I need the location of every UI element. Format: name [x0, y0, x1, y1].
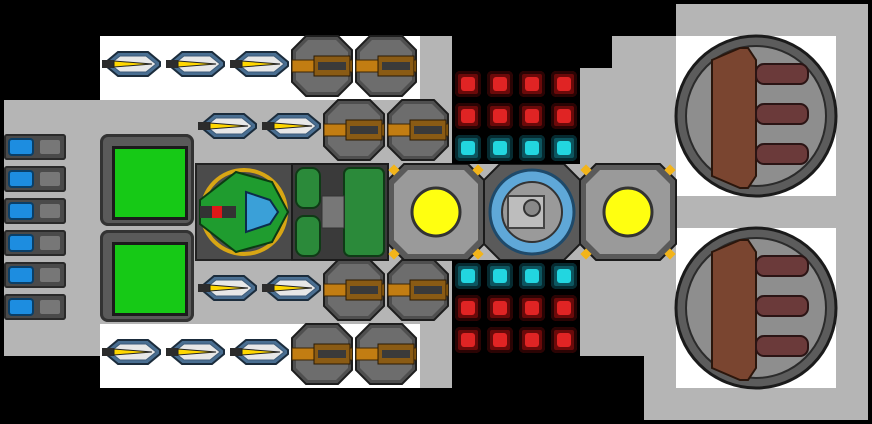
red-cell[interactable] [519, 295, 545, 321]
turret-bottom[interactable] [674, 226, 838, 390]
side-light-column [4, 132, 68, 324]
red-cell[interactable] [455, 103, 481, 129]
thruster-module[interactable] [261, 275, 321, 301]
red-cell[interactable] [455, 295, 481, 321]
cannon-module[interactable] [323, 259, 385, 321]
red-cell[interactable] [519, 103, 545, 129]
red-cell[interactable] [487, 295, 513, 321]
red-cell[interactable] [551, 71, 577, 97]
thruster-module[interactable] [197, 275, 257, 301]
red-cell[interactable] [551, 103, 577, 129]
cyan-cell[interactable] [487, 135, 513, 161]
void-gap [452, 36, 612, 68]
cyan-cell[interactable] [519, 263, 545, 289]
red-cell[interactable] [519, 71, 545, 97]
thruster-module[interactable] [197, 113, 257, 139]
red-cell[interactable] [551, 327, 577, 353]
power-core-right[interactable] [579, 163, 677, 261]
red-cell[interactable] [487, 103, 513, 129]
side-light[interactable] [4, 262, 66, 288]
cannon-module[interactable] [355, 35, 417, 97]
red-cell[interactable] [551, 295, 577, 321]
void-gap-3 [4, 356, 100, 424]
thruster-module[interactable] [101, 51, 161, 77]
red-cell[interactable] [487, 327, 513, 353]
engine-module[interactable] [291, 163, 389, 261]
cell-grid-top [452, 68, 580, 164]
cockpit-module[interactable] [195, 163, 293, 261]
red-cell[interactable] [455, 327, 481, 353]
cannon-module[interactable] [291, 323, 353, 385]
turret-top[interactable] [674, 34, 838, 198]
hull-far-right-top [676, 4, 868, 36]
thruster-module[interactable] [261, 113, 321, 139]
void-gap-2 [452, 356, 644, 424]
cannon-module[interactable] [323, 99, 385, 161]
thruster-module[interactable] [229, 51, 289, 77]
cyan-cell[interactable] [551, 263, 577, 289]
thruster-module[interactable] [165, 339, 225, 365]
cyan-cell[interactable] [455, 263, 481, 289]
side-light[interactable] [4, 294, 66, 320]
cannon-module[interactable] [291, 35, 353, 97]
monitor-screen-top[interactable] [100, 134, 194, 226]
cyan-cell[interactable] [519, 135, 545, 161]
thruster-module[interactable] [101, 339, 161, 365]
cannon-module[interactable] [387, 259, 449, 321]
cyan-cell[interactable] [487, 263, 513, 289]
thruster-module[interactable] [165, 51, 225, 77]
red-cell[interactable] [519, 327, 545, 353]
cell-grid-bottom [452, 260, 580, 356]
side-light[interactable] [4, 198, 66, 224]
red-cell[interactable] [487, 71, 513, 97]
cannon-module[interactable] [355, 323, 417, 385]
cyan-cell[interactable] [551, 135, 577, 161]
cannon-module[interactable] [387, 99, 449, 161]
side-light[interactable] [4, 230, 66, 256]
thruster-module[interactable] [229, 339, 289, 365]
cyan-cell[interactable] [455, 135, 481, 161]
side-light[interactable] [4, 134, 66, 160]
shield-generator-module[interactable] [483, 163, 581, 261]
side-light[interactable] [4, 166, 66, 192]
monitor-screen-bottom[interactable] [100, 230, 194, 322]
power-core-left[interactable] [387, 163, 485, 261]
red-cell[interactable] [455, 71, 481, 97]
